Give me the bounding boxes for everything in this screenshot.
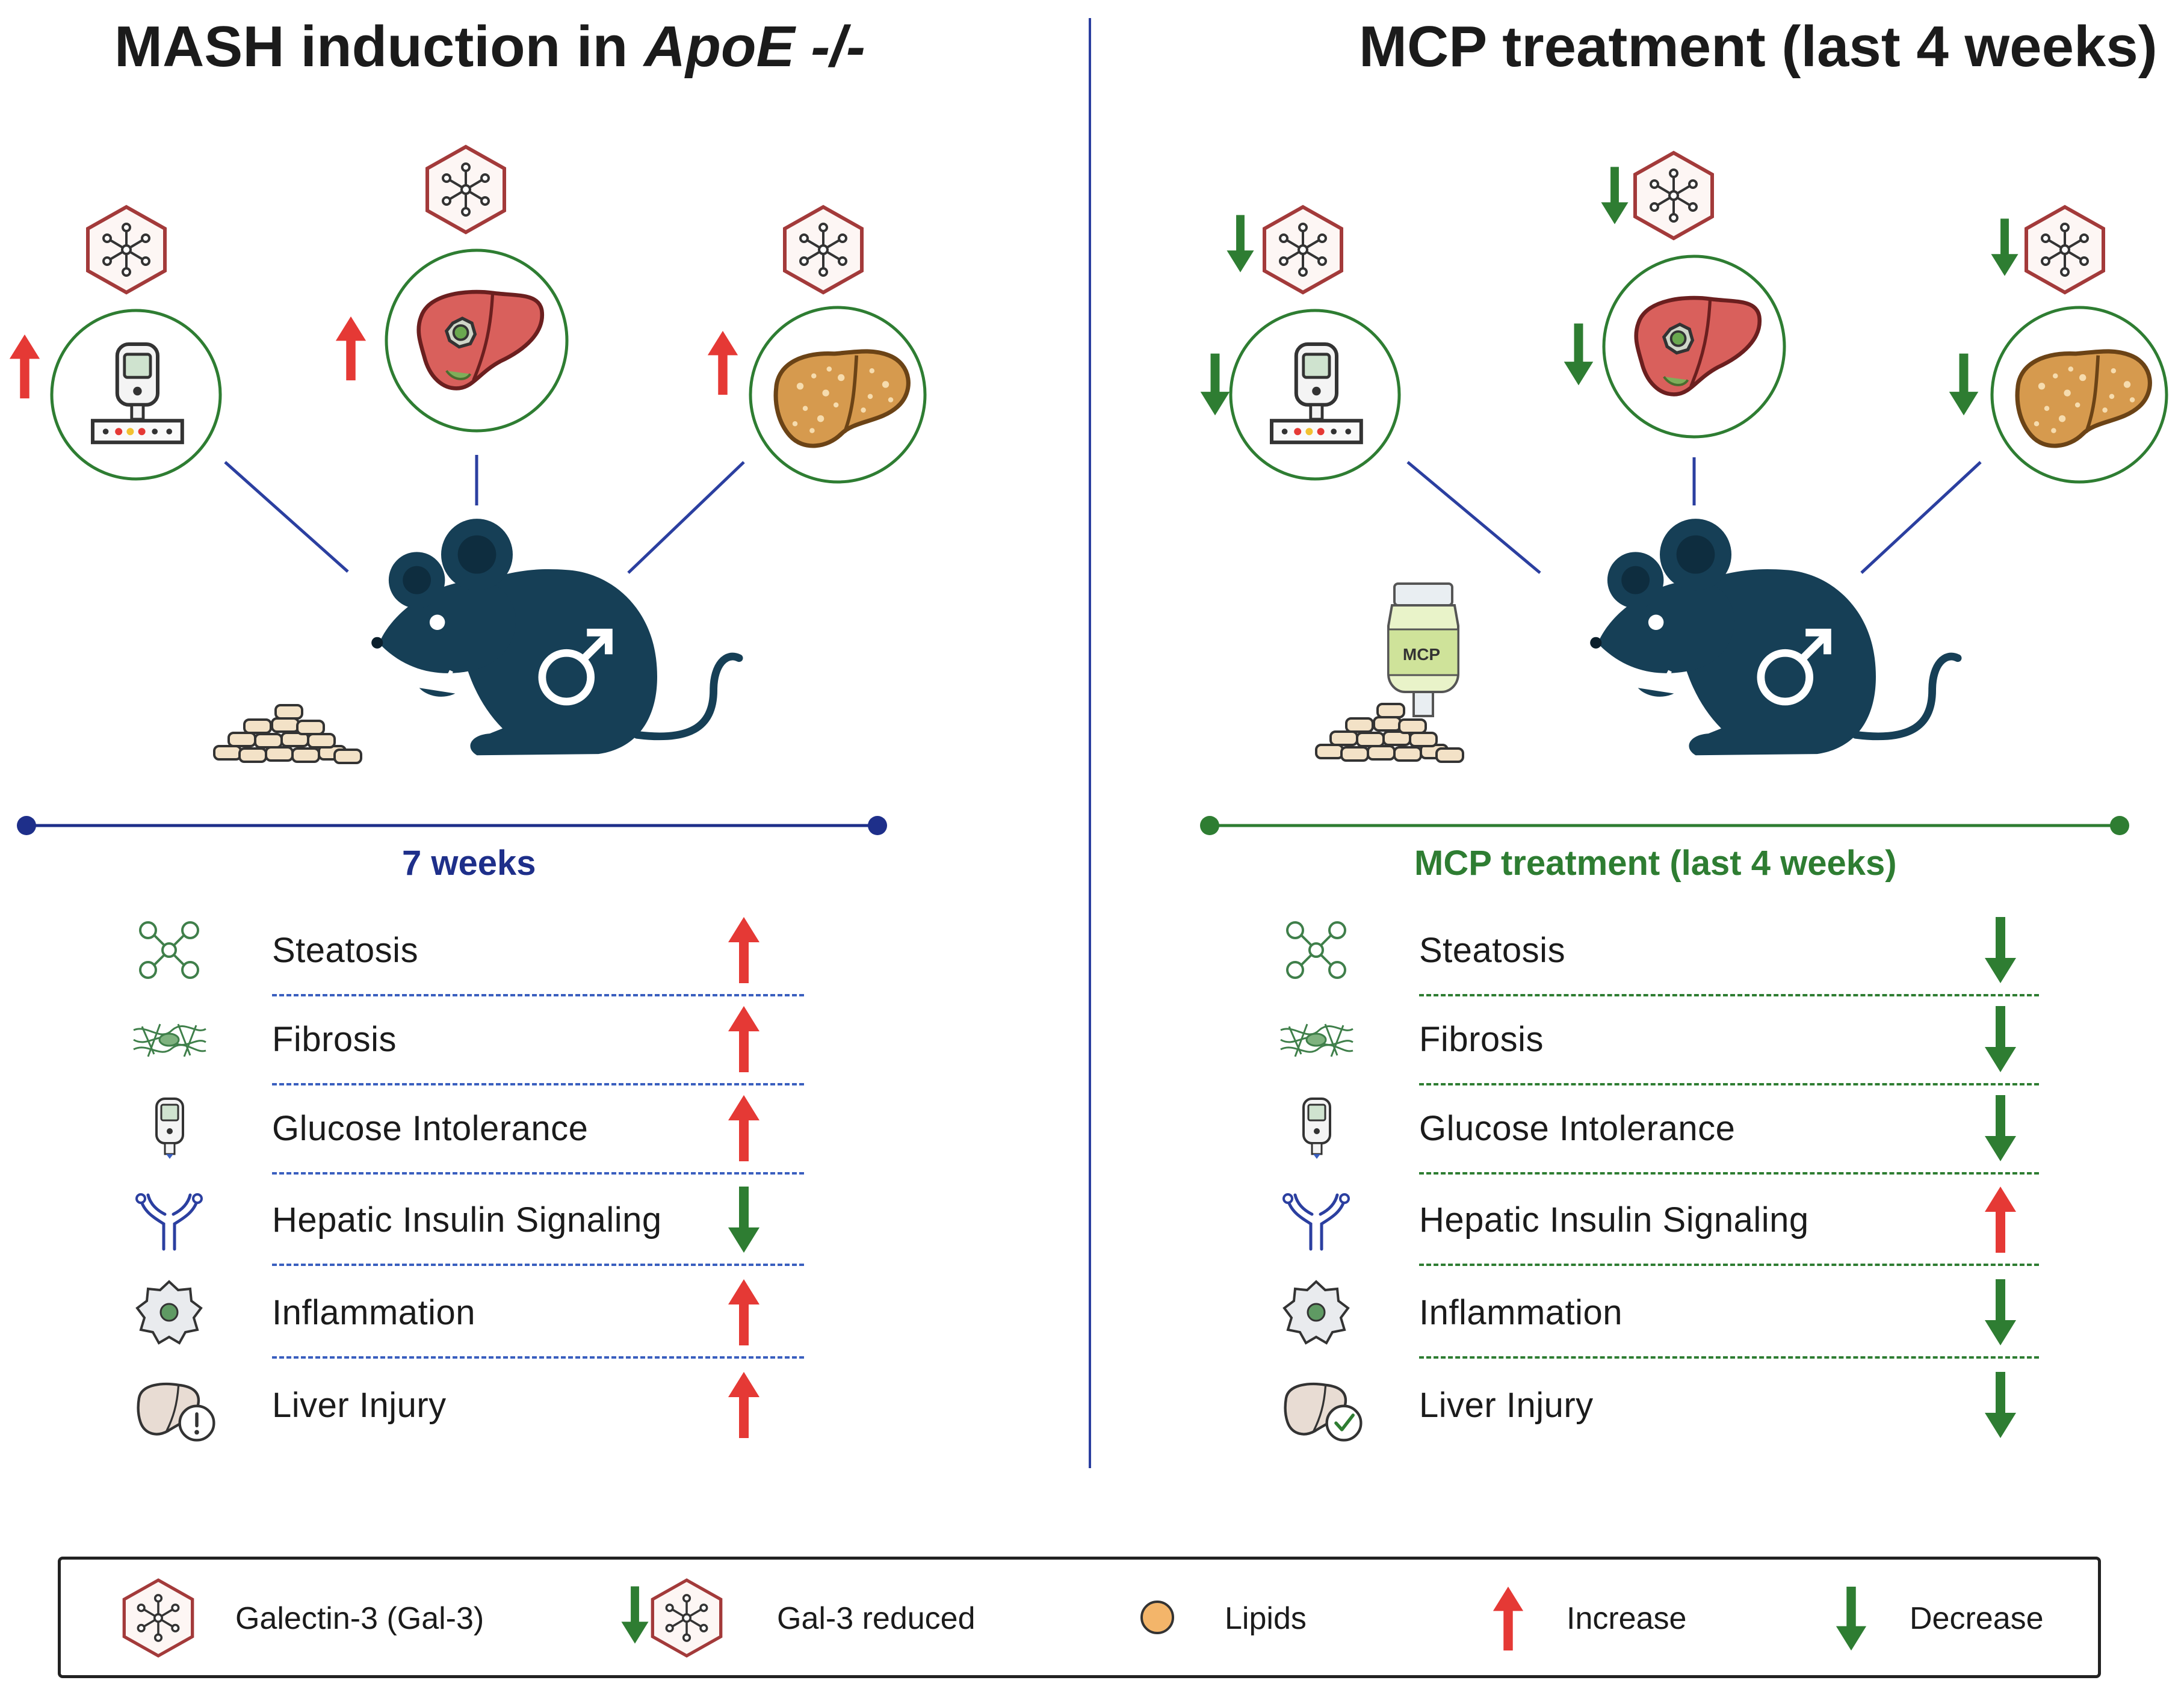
row-divider <box>272 1264 804 1266</box>
lipid-droplet-icon <box>1140 1601 1174 1634</box>
list-item: Glucose Intolerance <box>130 1089 804 1179</box>
arrow-down-icon <box>726 1187 762 1253</box>
galectin-hex-icon <box>649 1578 724 1658</box>
list-item: Steatosis <box>130 911 804 1001</box>
arrow-up-icon <box>1491 1586 1526 1651</box>
arrow-down-icon <box>1982 1006 2018 1072</box>
right-illustration <box>1200 120 2168 763</box>
row-label: Hepatic Insulin Signaling <box>272 1200 662 1240</box>
list-item: Inflammation <box>1277 1273 2059 1363</box>
steatosis-icon <box>130 917 208 983</box>
mcp-bottle-label: MCP <box>1402 645 1441 664</box>
left-panel-title: MASH induction in ApoE -/- <box>114 18 865 76</box>
arrow-up-icon <box>1982 1187 2018 1253</box>
arrow-up-icon <box>726 1279 762 1345</box>
row-label: Glucose Intolerance <box>1419 1109 1736 1148</box>
fibrosis-icon <box>1277 1006 1355 1072</box>
arrow-down-icon <box>1982 1095 2018 1161</box>
row-label: Fibrosis <box>272 1020 397 1059</box>
galectin-hex-icon <box>785 207 862 292</box>
row-label: Liver Injury <box>272 1386 447 1425</box>
row-divider <box>272 1172 804 1175</box>
list-item: Glucose Intolerance <box>1277 1089 2059 1179</box>
right-timeline-label: MCP treatment (last 4 weeks) <box>1414 844 1897 883</box>
row-label: Fibrosis <box>1419 1020 1544 1059</box>
list-item: Hepatic Insulin Signaling <box>1277 1181 2059 1271</box>
row-label: Liver Injury <box>1419 1386 1594 1425</box>
liver-warning-icon <box>130 1372 220 1444</box>
arrow-down-icon <box>1982 1279 2018 1345</box>
panel-divider <box>1089 18 1091 1468</box>
left-timeline-label: 7 weeks <box>402 844 536 883</box>
right-panel-title: MCP treatment (last 4 weeks) <box>1359 14 2158 79</box>
galectin-hex-icon <box>88 207 165 292</box>
legend-decrease: Decrease <box>1910 1601 2044 1636</box>
fibrosis-icon <box>130 1006 208 1072</box>
left-title-italic: ApoE -/- <box>643 14 865 79</box>
arrow-down-icon <box>619 1584 651 1646</box>
liver-check-icon <box>1277 1372 1367 1444</box>
list-item: Liver Injury <box>130 1366 804 1456</box>
glucometer-icon <box>130 1095 208 1161</box>
legend-increase: Increase <box>1567 1601 1687 1636</box>
insulin-receptor-icon <box>130 1187 208 1253</box>
row-label: Steatosis <box>1419 931 1566 970</box>
insulin-receptor-icon <box>1277 1187 1355 1253</box>
legend-gal3-reduced: Gal-3 reduced <box>777 1601 976 1636</box>
left-title-main: MASH induction in <box>114 14 644 79</box>
row-label: Hepatic Insulin Signaling <box>1419 1200 1809 1240</box>
legend-lipids: Lipids <box>1225 1601 1307 1636</box>
glucometer-icon <box>1277 1095 1355 1161</box>
list-item: Liver Injury <box>1277 1366 2059 1456</box>
row-divider <box>1419 994 2039 996</box>
list-item: Steatosis <box>1277 911 2059 1001</box>
row-divider <box>1419 1264 2039 1266</box>
immune-cell-icon <box>130 1279 208 1345</box>
arrow-up-icon <box>726 1372 762 1438</box>
list-item: Hepatic Insulin Signaling <box>130 1181 804 1271</box>
row-divider <box>1419 1356 2039 1359</box>
arrow-down-icon <box>1982 1372 2018 1438</box>
right-timeline <box>1200 816 2129 835</box>
row-label: Steatosis <box>272 931 419 970</box>
legend-galectin: Galectin-3 (Gal-3) <box>235 1601 484 1636</box>
list-item: Inflammation <box>130 1273 804 1363</box>
row-divider <box>272 1356 804 1359</box>
arrow-down-icon <box>1834 1586 1869 1651</box>
row-divider <box>1419 1172 2039 1175</box>
left-timeline <box>17 816 887 835</box>
row-label: Glucose Intolerance <box>272 1109 589 1148</box>
legend-box: Galectin-3 (Gal-3) Gal-3 reduced Lipids … <box>58 1557 2101 1678</box>
arrow-down-icon <box>1982 917 2018 983</box>
galectin-hex-icon <box>121 1578 196 1658</box>
row-divider <box>272 994 804 996</box>
list-item: Fibrosis <box>130 1000 804 1090</box>
galectin-hex-icon <box>427 147 504 232</box>
arrow-up-icon <box>726 1095 762 1161</box>
row-label: Inflammation <box>272 1293 476 1332</box>
steatosis-icon <box>1277 917 1355 983</box>
row-label: Inflammation <box>1419 1293 1623 1332</box>
immune-cell-icon <box>1277 1279 1355 1345</box>
arrow-up-icon <box>726 1006 762 1072</box>
arrow-up-icon <box>726 917 762 983</box>
row-divider <box>272 1083 804 1085</box>
left-illustration <box>9 120 927 764</box>
list-item: Fibrosis <box>1277 1000 2059 1090</box>
row-divider <box>1419 1083 2039 1085</box>
